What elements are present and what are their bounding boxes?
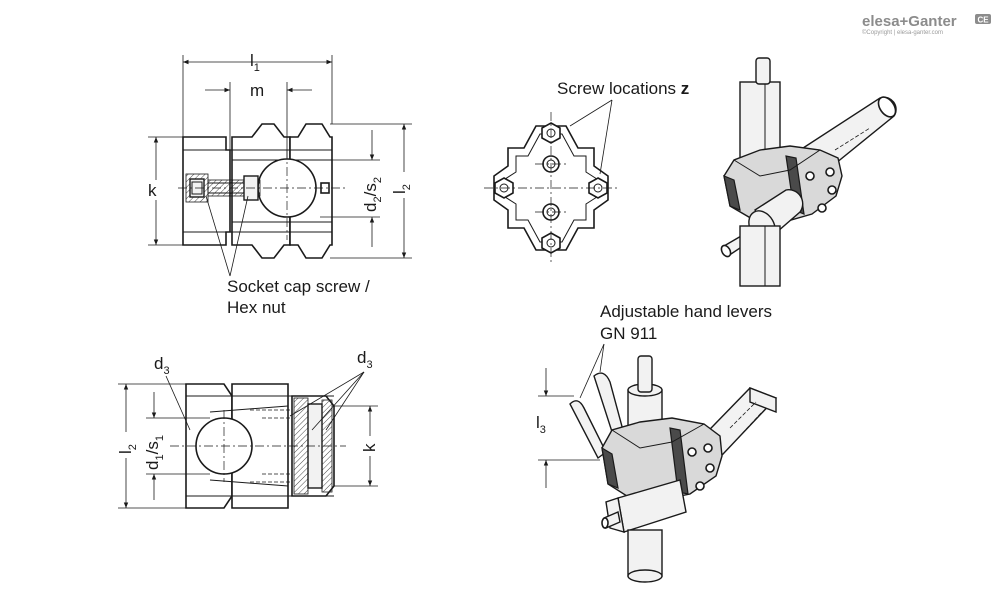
dim-d3-left: d3 bbox=[154, 354, 191, 431]
dim-d3-right: d3 bbox=[289, 348, 373, 431]
top-isometric-view bbox=[720, 57, 897, 287]
dim-d2-s2-label: d2/s2 bbox=[361, 177, 384, 212]
logo-copyright: ©Copyright | elesa-ganter.com bbox=[862, 29, 943, 36]
hand-levers-line1: Adjustable hand levers bbox=[600, 302, 772, 321]
dim-k-top: k bbox=[146, 136, 183, 246]
dim-l1-label: l1 bbox=[250, 51, 260, 74]
dim-l2-bottom: l2 bbox=[114, 383, 186, 509]
dim-d3-left-label: d3 bbox=[154, 354, 170, 377]
dim-m: m bbox=[205, 81, 312, 158]
dim-d1-s1-label: d1/s1 bbox=[143, 435, 166, 470]
hand-levers-line2: GN 911 bbox=[600, 324, 657, 343]
dim-d2-s2: d2/s2 bbox=[320, 130, 384, 247]
top-front-view bbox=[484, 112, 618, 264]
dim-d3-right-label: d3 bbox=[357, 348, 373, 371]
bottom-side-view bbox=[170, 383, 346, 509]
ce-badge-icon bbox=[975, 14, 991, 24]
dim-k-bottom: k bbox=[334, 405, 379, 487]
logo-brand-text: elesa+Ganter bbox=[862, 13, 957, 30]
dim-k-top-label: k bbox=[148, 181, 157, 200]
dim-l3-label: l3 bbox=[536, 413, 546, 436]
bottom-isometric-view bbox=[569, 355, 778, 583]
dim-k-bottom-label: k bbox=[360, 443, 379, 452]
dim-l3: l3 bbox=[536, 368, 600, 488]
dim-m-label: m bbox=[250, 81, 264, 100]
callout-screw-locations: Screw locations z bbox=[557, 79, 689, 175]
screw-locations-label: Screw locations z bbox=[557, 79, 689, 98]
brand-logo: elesa+Ganter CE ©Copyright | elesa-gante… bbox=[862, 13, 991, 36]
dim-l2-bottom-label: l2 bbox=[116, 444, 139, 454]
callout-socket-cap: Socket cap screw / Hex nut bbox=[205, 195, 370, 317]
dim-l2-top: l2 bbox=[330, 123, 413, 259]
socket-cap-line2: Hex nut bbox=[227, 298, 286, 317]
dim-l2-top-label: l2 bbox=[390, 184, 413, 194]
dim-l1: l1 bbox=[182, 51, 333, 137]
top-side-view bbox=[178, 123, 345, 259]
dim-d1-s1: d1/s1 bbox=[143, 392, 210, 500]
socket-cap-line1: Socket cap screw / bbox=[227, 277, 370, 296]
ce-badge-text: CE bbox=[978, 16, 990, 25]
callout-hand-levers: Adjustable hand levers GN 911 bbox=[579, 302, 772, 399]
